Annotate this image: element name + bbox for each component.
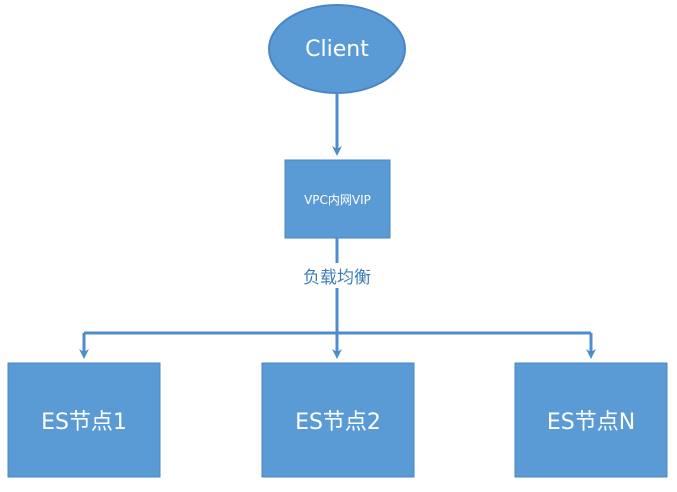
vip-node [284,159,391,239]
vip-label: VPC内网VIP [304,192,371,207]
client-label: Client [305,36,369,62]
esN-label: ES节点N [546,410,636,435]
load-balance-label: 负载均衡 [277,263,397,288]
es1-label: ES节点1 [41,410,127,435]
es2-node [261,362,415,478]
es1-node [7,362,161,478]
es2-label: ES节点2 [295,410,381,435]
esN-node [514,362,668,478]
